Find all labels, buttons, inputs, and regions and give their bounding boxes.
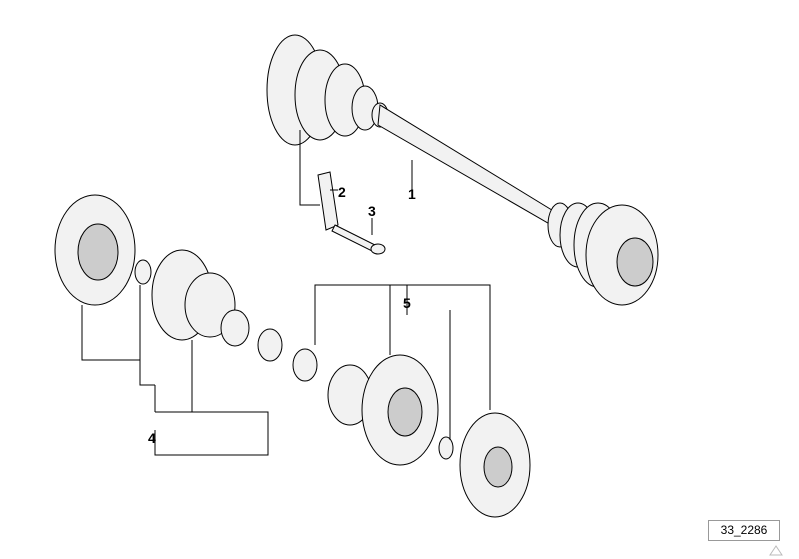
diagram-reference-code: 33_2286 xyxy=(708,520,780,541)
joint-kit-left xyxy=(54,194,283,456)
warning-triangle-icon xyxy=(769,545,783,556)
callout-3: 3 xyxy=(368,203,376,219)
callout-5: 5 xyxy=(403,295,411,311)
bolt xyxy=(331,224,376,252)
lock-plate xyxy=(317,171,339,231)
callout-4: 4 xyxy=(148,430,156,446)
joint-kit-right xyxy=(292,284,531,518)
drive-shaft xyxy=(266,34,659,306)
callout-1: 1 xyxy=(408,186,416,202)
callout-2: 2 xyxy=(338,184,346,200)
